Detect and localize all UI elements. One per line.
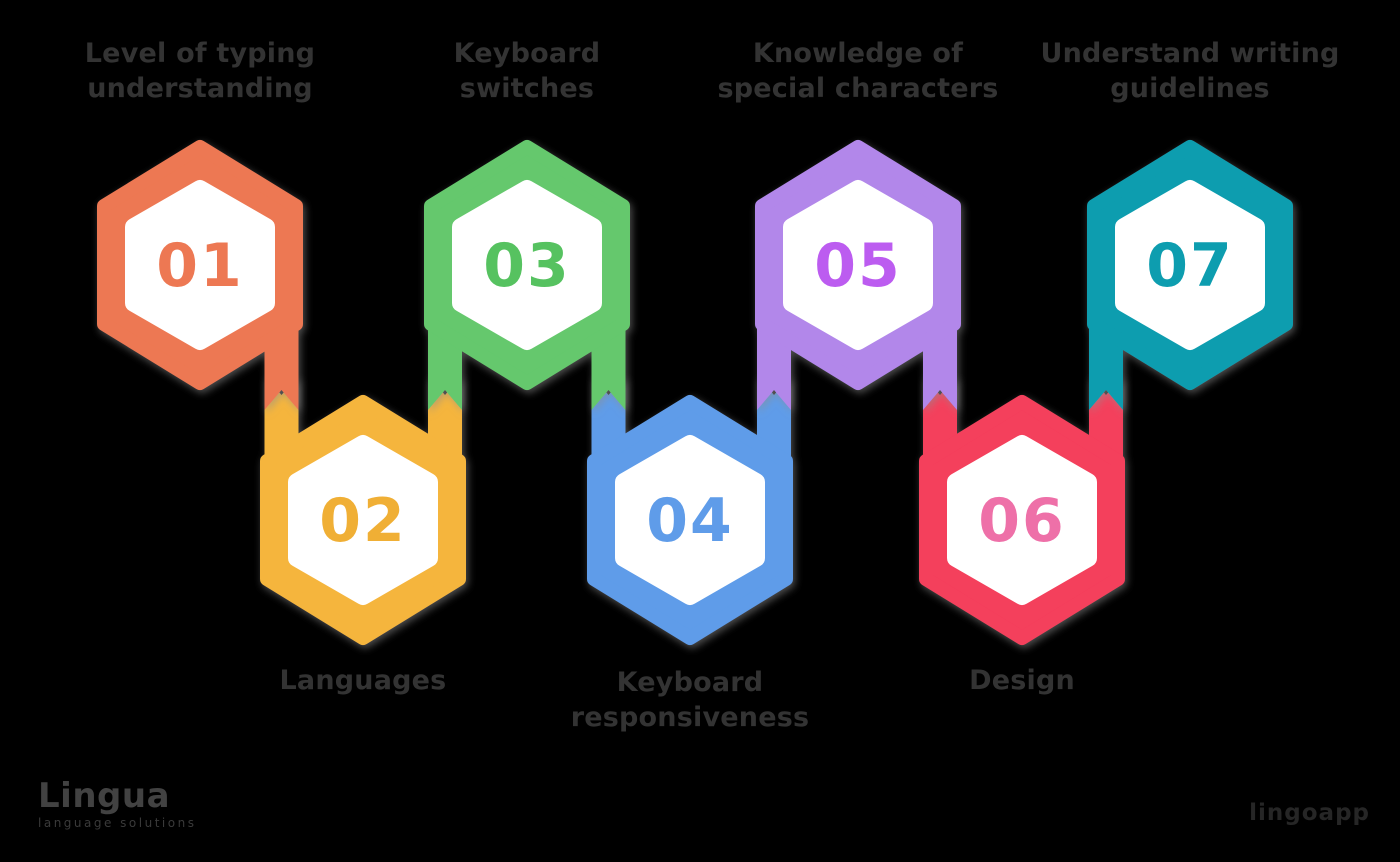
hexagon-inner <box>947 435 1097 605</box>
step-04: 04 <box>587 375 793 645</box>
step-05: 05 <box>755 140 961 410</box>
step-number: 02 <box>319 486 407 556</box>
step-07-label: Understand writing guidelines <box>1040 38 1340 104</box>
hexagon-inner <box>1115 180 1265 350</box>
connector-tail <box>428 325 462 410</box>
hexagon-inner <box>288 435 438 605</box>
hexagon-inner <box>452 180 602 350</box>
hexagon-inner <box>125 180 275 350</box>
connector-tail <box>923 325 957 410</box>
brand-logo: Lingua language solutions <box>38 778 196 830</box>
step-01: 01 <box>97 140 303 410</box>
step-06: 06 <box>919 375 1125 645</box>
step-number: 03 <box>483 231 571 301</box>
connector-tail <box>1089 325 1123 410</box>
connector-tail <box>757 325 791 410</box>
step-02-label: Languages <box>279 665 447 696</box>
step-03-label: Keyboard switches <box>453 38 601 104</box>
step-number: 05 <box>814 231 902 301</box>
hexagon-inner <box>615 435 765 605</box>
step-04-label: Keyboard responsiveness <box>570 667 810 733</box>
brand-logo-tagline: language solutions <box>38 816 197 830</box>
watermark-text: lingoapp <box>1249 800 1370 826</box>
hexagon-inner <box>783 180 933 350</box>
step-number: 07 <box>1146 231 1234 301</box>
brand-logo-word: Lingua <box>38 776 171 816</box>
step-07: 07 <box>1087 140 1293 410</box>
step-06-label: Design <box>969 665 1075 696</box>
step-01-label: Level of typing understanding <box>84 38 316 104</box>
step-03: 03 <box>424 140 630 410</box>
step-number: 04 <box>646 486 734 556</box>
step-02: 02 <box>260 375 466 645</box>
step-05-label: Knowledge of special characters <box>717 38 999 104</box>
step-number: 06 <box>978 486 1066 556</box>
step-number: 01 <box>156 231 244 301</box>
